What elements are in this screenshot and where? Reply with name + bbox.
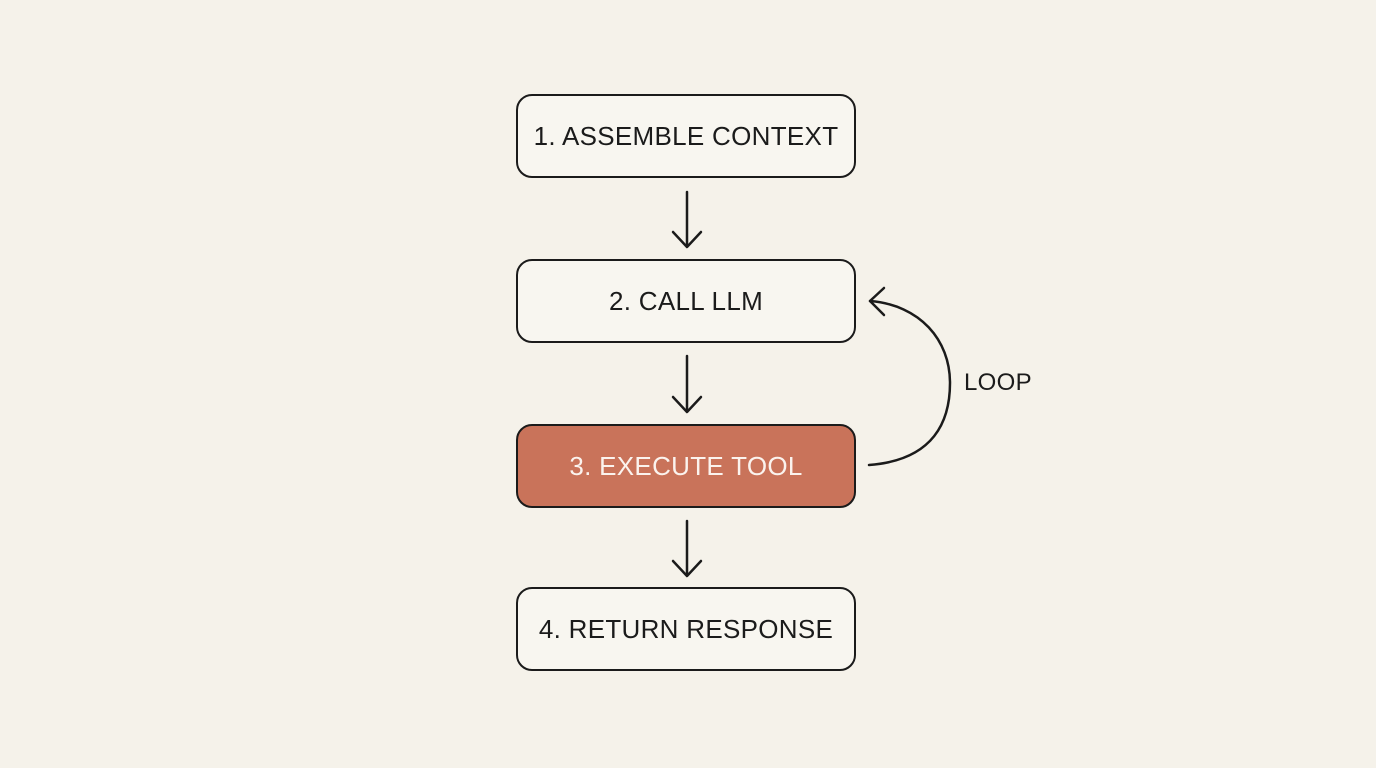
- step-call-llm: 2. CALL LLM: [516, 259, 856, 343]
- step-label: 4. RETURN RESPONSE: [538, 613, 834, 644]
- step-label: 3. EXECUTE TOOL: [569, 450, 803, 481]
- arrow-1-to-2: [671, 190, 703, 249]
- arrow-3-to-4: [671, 519, 703, 578]
- step-return-response: 4. RETURN RESPONSE: [516, 587, 856, 671]
- step-execute-tool: 3. EXECUTE TOOL: [516, 424, 856, 508]
- step-assemble-context: 1. ASSEMBLE CONTEXT: [516, 94, 856, 178]
- arrow-2-to-3: [671, 354, 703, 414]
- step-label: 2. CALL LLM: [608, 285, 764, 316]
- loop-label: LOOP: [964, 369, 1032, 396]
- step-label: 1. ASSEMBLE CONTEXT: [533, 120, 839, 151]
- loop-arrow: [867, 286, 952, 467]
